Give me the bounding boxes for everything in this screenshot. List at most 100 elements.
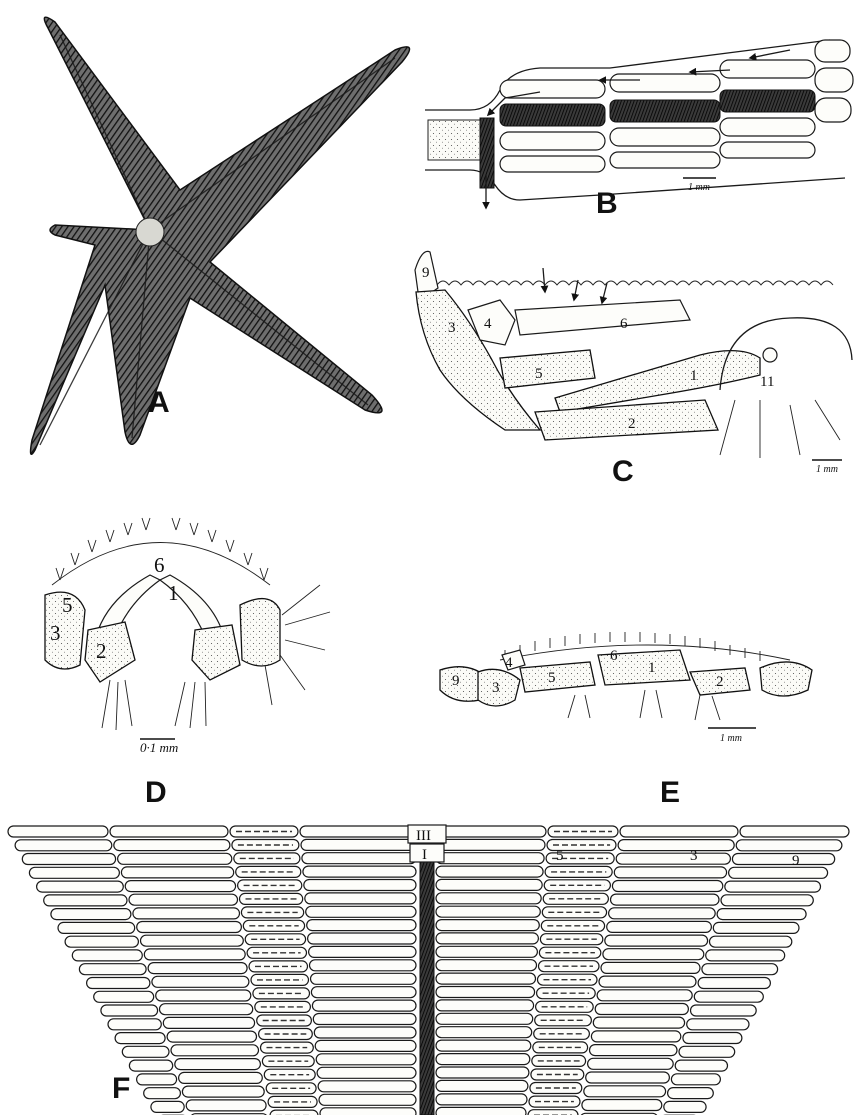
arm-plate <box>118 853 232 864</box>
panel-b-section: 1 mm B <box>425 40 853 220</box>
arm-plate <box>58 922 135 933</box>
arm-plate <box>586 1072 670 1083</box>
arm-plate <box>186 1100 266 1111</box>
panel-c-lateral: 9 3 4 6 5 1 2 11 1 mm C <box>415 251 852 488</box>
ossicle-3-right <box>240 599 280 666</box>
ossicle-I <box>410 844 444 862</box>
arm-plate <box>710 936 792 947</box>
arm-plate <box>436 987 535 998</box>
arm-plate <box>609 908 716 919</box>
arm-plate <box>318 1081 416 1092</box>
arm-plate <box>694 991 763 1002</box>
arm-plate <box>528 1110 578 1115</box>
panel-d-label-5: 5 <box>62 593 73 617</box>
arm-plate <box>300 826 416 837</box>
arm-plate <box>160 1004 253 1015</box>
panel-e-section: 9 4 6 5 1 3 2 1 mm E <box>440 632 812 809</box>
arm-plate <box>144 949 245 960</box>
arm-plate <box>732 854 834 865</box>
arm-plate <box>590 1045 678 1056</box>
arm-plate <box>436 1094 527 1105</box>
arm-plate <box>436 879 542 890</box>
panel-f-label-5: 5 <box>556 848 564 864</box>
arm-plate <box>79 964 146 975</box>
panel-f-letter: F <box>112 1072 130 1105</box>
ossicle-11-node <box>763 348 777 362</box>
arm-plate <box>675 1060 727 1071</box>
arm-plate <box>115 1033 165 1044</box>
arm-plate <box>611 894 720 905</box>
arm-plate <box>736 840 842 851</box>
arm-plate <box>101 1005 158 1016</box>
arm-plate <box>72 950 142 961</box>
panel-f-label-9: 9 <box>792 853 800 869</box>
arm-plate <box>152 976 249 987</box>
arm-plate <box>129 894 238 905</box>
arm-plate <box>306 906 416 917</box>
panel-c-label-11: 11 <box>760 374 774 390</box>
ossicle-5 <box>520 662 595 692</box>
arm-plate <box>717 909 806 920</box>
arm-plate <box>148 963 247 974</box>
arm-plate <box>691 1005 757 1016</box>
arm-plate <box>304 880 416 891</box>
panel-f-arm-plates: III I 5 3 9 F <box>8 825 849 1115</box>
panel-f-label-3: 3 <box>690 848 698 864</box>
arm-plate <box>436 1080 528 1091</box>
arm-plate <box>618 840 734 851</box>
arm-plate <box>683 1033 742 1044</box>
arm-plate <box>316 1054 416 1065</box>
panel-c-label-9: 9 <box>422 265 430 281</box>
indicator-arrow <box>574 280 578 300</box>
arm-plate <box>620 826 738 837</box>
arm-plate <box>436 866 543 877</box>
arm-plate <box>317 1067 416 1078</box>
arm-plate <box>171 1045 259 1056</box>
panel-c-label-1: 1 <box>690 368 698 384</box>
arm-plate <box>436 839 545 850</box>
arm-plate <box>436 1067 529 1078</box>
indicator-arrow <box>602 283 607 303</box>
arm-plate <box>588 1058 674 1069</box>
panel-d-label-6: 6 <box>154 553 165 577</box>
arm-plate <box>595 1004 688 1015</box>
arm-plate <box>163 1017 254 1028</box>
arm-plate <box>309 946 416 957</box>
panel-f-label-III: III <box>416 828 431 844</box>
arm-plate <box>436 973 536 984</box>
ossicle-2-right <box>192 625 240 680</box>
panel-c-letter: C <box>612 455 634 488</box>
ossicle-2 <box>85 622 135 682</box>
panel-b-letter: B <box>596 187 618 220</box>
arm-plate <box>302 853 416 864</box>
arm-plate <box>436 920 539 931</box>
arm-plate <box>156 990 251 1001</box>
arm-plate <box>612 881 722 892</box>
arm-plate <box>436 893 541 904</box>
arm-plate <box>603 949 704 960</box>
arm-plate <box>436 960 537 971</box>
arm-plate <box>436 853 544 864</box>
arm-plate <box>301 839 416 850</box>
arm-plate <box>607 921 712 932</box>
arm-plate <box>436 906 540 917</box>
arm-plate <box>15 840 112 851</box>
panel-c-label-5: 5 <box>535 366 543 382</box>
arm-plate <box>311 973 417 984</box>
arm-plate <box>436 1054 530 1065</box>
panel-d-label-2: 2 <box>96 639 107 663</box>
arm-plate <box>182 1086 264 1097</box>
arm-plate <box>605 935 708 946</box>
arm-plate <box>129 1060 172 1071</box>
arm-plate <box>151 1101 184 1112</box>
arm-plate <box>29 867 119 878</box>
arm-plate <box>729 867 828 878</box>
panel-e-label-9: 9 <box>452 673 460 689</box>
arm-plate <box>313 1014 416 1025</box>
arm-plate <box>137 1074 177 1085</box>
arm-plate <box>314 1027 416 1038</box>
arm-plate <box>725 881 821 892</box>
arm-plate <box>668 1088 714 1099</box>
arm-plate <box>137 922 242 933</box>
panel-c-label-3: 3 <box>448 320 456 336</box>
